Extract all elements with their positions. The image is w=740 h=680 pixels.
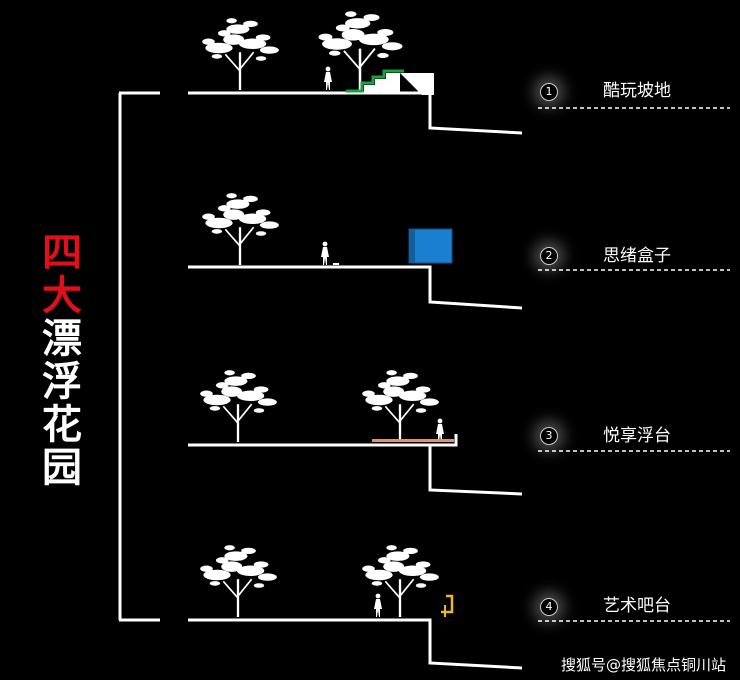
slab-outline: [188, 91, 523, 135]
title-char: 漂: [42, 316, 82, 362]
title-char: 花: [42, 402, 82, 448]
person-icon: [436, 418, 444, 442]
slope-green-edge: [346, 69, 404, 93]
slab-outline: [188, 434, 523, 496]
wall-block: [400, 73, 434, 95]
watermark: 搜狐号@搜狐焦点铜川站: [560, 656, 726, 674]
floating-deck: [372, 439, 454, 442]
level-1-section: [188, 9, 523, 135]
blue-box-side: [409, 229, 415, 263]
slab-outline: [188, 265, 523, 310]
label-4: 艺术吧台: [603, 596, 671, 616]
vertical-title: 四 大 漂 浮 花 园: [40, 232, 84, 490]
label-2: 思绪盒子: [603, 246, 671, 266]
badge-2: 2: [540, 247, 558, 265]
slab-outline: [188, 618, 523, 670]
title-char: 四: [42, 230, 82, 276]
title-char: 浮: [42, 359, 82, 405]
bar-counter: [441, 594, 454, 614]
label-3: 悦享浮台: [603, 426, 671, 446]
badge-3: 3: [540, 427, 558, 445]
level-3-section: [188, 368, 523, 496]
bracket: [118, 91, 160, 622]
title-char: 园: [42, 445, 82, 491]
badge-4: 4: [540, 598, 558, 616]
tree-icon: [201, 16, 281, 92]
label-1: 酷玩坡地: [603, 81, 671, 101]
tree-icon: [361, 368, 441, 444]
level-4-section: [188, 543, 523, 670]
tree-icon: [361, 543, 441, 619]
person-icon: [374, 593, 382, 617]
person-icon: [321, 241, 329, 265]
tree-icon: [201, 191, 281, 267]
badge-1: 1: [540, 83, 558, 101]
person-icon: [324, 66, 332, 90]
level-2-section: [188, 191, 523, 310]
title-char: 大: [42, 273, 82, 319]
stepped-slope: [348, 73, 400, 93]
tree-icon: [199, 368, 279, 444]
leader-lines: [538, 107, 730, 622]
blue-box: [408, 228, 453, 264]
tree-icon: [199, 543, 279, 619]
